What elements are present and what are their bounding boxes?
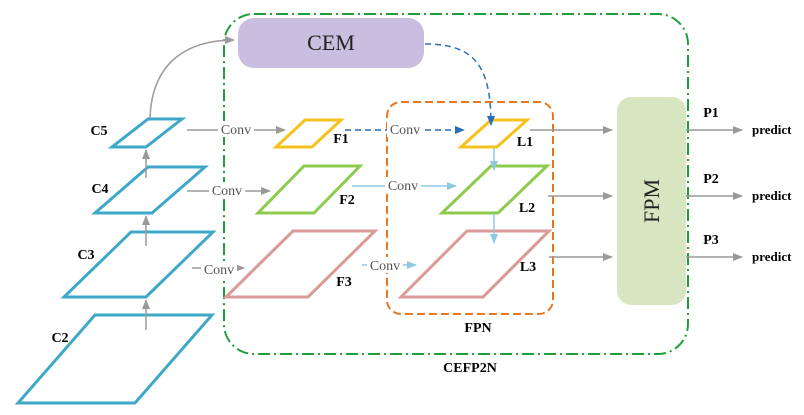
fpn-l3-shape (397, 229, 553, 299)
backbone-c5-shape (107, 117, 187, 149)
cem-label: CEM (307, 30, 355, 55)
conv-label-f2-l2: Conv (388, 179, 418, 194)
label-p1: P1 (703, 106, 719, 121)
backbone-c3-shape (60, 230, 217, 299)
conv-label-bg-6 (367, 257, 403, 273)
fpn-caption: FPN (464, 321, 491, 336)
label-c5: C5 (90, 124, 107, 139)
conv-label-f3-l3: Conv (370, 259, 400, 274)
feature-f3-shape (222, 229, 379, 299)
backbone-c4-shape (90, 165, 210, 215)
conv-label-f1-l1: Conv (390, 123, 420, 138)
label-f3: F3 (336, 275, 352, 290)
label-l2: L2 (519, 201, 535, 216)
label-c3: C3 (77, 248, 94, 263)
feature-f2-shape (254, 164, 364, 215)
label-c2: C2 (51, 331, 68, 346)
label-p3: P3 (703, 233, 719, 248)
label-l3: L3 (520, 260, 536, 275)
label-f2: F2 (339, 193, 355, 208)
cem-box (238, 18, 424, 68)
cefp2n-caption: CEFP2N (443, 361, 497, 376)
feature-f1-shape (272, 118, 345, 149)
fpm-label: FPM (639, 179, 664, 223)
predict-label-3: predict (752, 249, 792, 264)
conv-label-bg-1 (218, 121, 254, 137)
predict-label-1: predict (752, 122, 792, 137)
label-f1: F1 (333, 132, 349, 147)
conv-label-bg-2 (209, 182, 245, 198)
backbone-c2-shape (14, 313, 216, 405)
conv-label-c4-f2: Conv (212, 184, 242, 199)
fpn-boundary (386, 101, 554, 315)
fpn-l1-shape (457, 118, 531, 149)
conv-label-bg-5 (385, 177, 421, 193)
conv-label-c5-f1: Conv (221, 123, 251, 138)
fpm-box (617, 97, 686, 305)
label-p2: P2 (703, 172, 719, 187)
conv-label-bg-3 (201, 261, 237, 277)
predict-label-2: predict (752, 188, 792, 203)
arrow-c5-cem (149, 36, 235, 119)
conv-label-bg-4 (387, 121, 423, 137)
conv-label-c3-f3: Conv (204, 263, 234, 278)
arrow-cem-l1 (424, 43, 495, 126)
label-c4: C4 (91, 182, 108, 197)
label-l1: L1 (517, 135, 533, 150)
fpn-l2-shape (438, 164, 551, 215)
